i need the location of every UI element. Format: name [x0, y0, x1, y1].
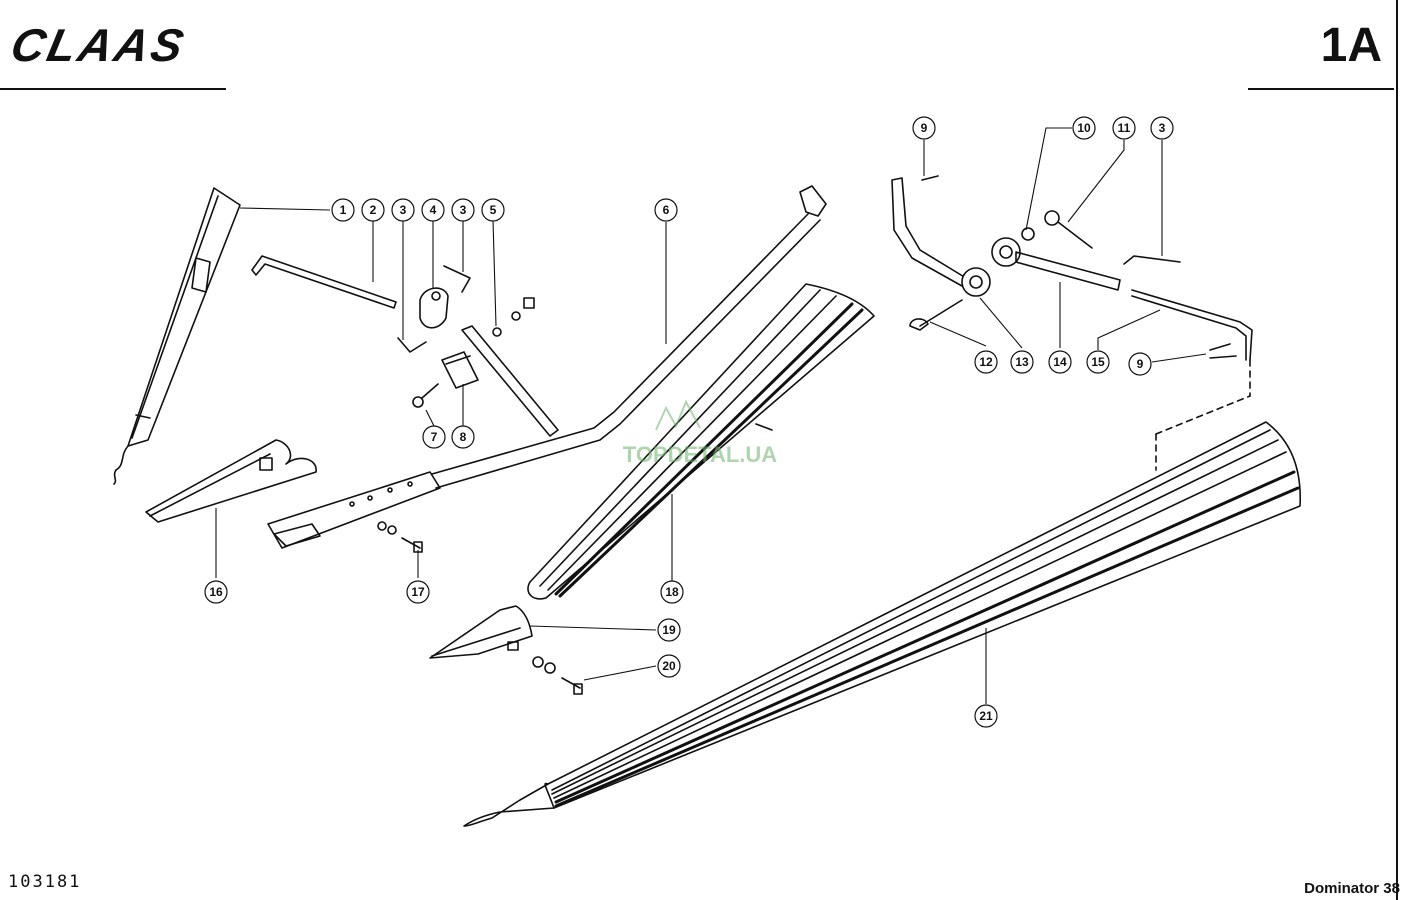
- callout-label-20: 20: [662, 659, 676, 673]
- callout-circles: [204, 116, 1174, 728]
- callout-1: [331, 198, 355, 222]
- part-bent-rod: [251, 255, 397, 309]
- document-number: 103181: [8, 872, 82, 892]
- part-clamp-cluster: [397, 265, 535, 353]
- callout-12: [974, 350, 998, 374]
- callout-label-18: 18: [665, 585, 679, 599]
- callout-label-8: 8: [460, 430, 467, 444]
- callout-17: [406, 580, 430, 604]
- callout-label-2: 2: [370, 203, 377, 217]
- callout-label-13: 13: [1015, 355, 1029, 369]
- part-bolt-washer-17: [377, 521, 423, 553]
- part-upper-right-assembly: [891, 175, 1253, 361]
- part-bolt-assembly-20: [532, 656, 583, 695]
- callout-10: [1072, 116, 1096, 140]
- callout-label-3b: 3: [460, 203, 467, 217]
- part-support-frame: [267, 185, 827, 549]
- callout-3b: [451, 198, 475, 222]
- part-bolt-plates: [412, 351, 479, 408]
- callout-label-19: 19: [662, 623, 676, 637]
- part-divider-cone-upper: [527, 283, 875, 600]
- leader-lines: [215, 127, 1207, 704]
- callout-3c: [1150, 116, 1174, 140]
- callout-label-12: 12: [979, 355, 993, 369]
- callout-11: [1112, 116, 1136, 140]
- page-id: 1A: [1320, 19, 1382, 72]
- callout-9b: [1128, 352, 1152, 376]
- callout-3a: [391, 198, 415, 222]
- part-crop-divider-rod: [113, 187, 241, 485]
- callout-label-6: 6: [663, 203, 670, 217]
- callout-15: [1086, 350, 1110, 374]
- callout-18: [660, 580, 684, 604]
- callout-16: [204, 580, 228, 604]
- callout-20: [657, 654, 681, 678]
- callout-label-11: 11: [1118, 121, 1131, 135]
- callout-label-10: 10: [1077, 121, 1091, 135]
- callout-label-9b: 9: [1137, 357, 1144, 371]
- callout-21: [974, 704, 998, 728]
- callout-label-17: 17: [411, 585, 425, 599]
- part-divider-cone-long: [463, 359, 1301, 827]
- part-divider-plate: [145, 439, 317, 523]
- part-divider-tip: [429, 605, 533, 659]
- callout-label-5: 5: [490, 203, 497, 217]
- callout-label-9a: 9: [921, 121, 928, 135]
- header-rule-left: [0, 88, 226, 90]
- callout-19: [657, 618, 681, 642]
- callout-label-15: 15: [1091, 355, 1105, 369]
- watermark-mountain-icon: [655, 399, 701, 431]
- callout-label-7: 7: [431, 430, 438, 444]
- callout-label-14: 14: [1053, 355, 1067, 369]
- callout-label-21: 21: [979, 709, 993, 723]
- callout-8: [451, 425, 475, 449]
- callout-label-16: 16: [209, 585, 223, 599]
- callout-9a: [912, 116, 936, 140]
- callout-7: [422, 425, 446, 449]
- right-border: [1396, 0, 1398, 900]
- callout-label-1: 1: [340, 203, 347, 217]
- model-name: Dominator 38: [1304, 880, 1400, 897]
- callout-6: [654, 198, 678, 222]
- callout-label-3c: 3: [1159, 121, 1166, 135]
- callout-14: [1048, 350, 1072, 374]
- header-rule-right: [1248, 88, 1394, 90]
- callout-13: [1010, 350, 1034, 374]
- watermark-text: TOPDETAL.UA: [623, 442, 778, 467]
- callout-5: [481, 198, 505, 222]
- callout-2: [361, 198, 385, 222]
- callout-4: [421, 198, 445, 222]
- callout-label-4: 4: [430, 203, 437, 217]
- callout-label-3a: 3: [400, 203, 407, 217]
